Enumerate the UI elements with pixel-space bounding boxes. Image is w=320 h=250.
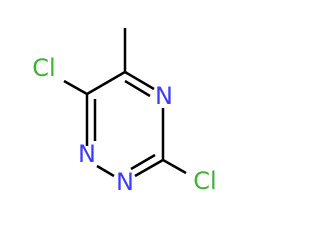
atom-n-bottom-left: N: [78, 140, 96, 168]
bond-c5-n4-b: [124, 79, 151, 98]
bond-c5-c6: [86, 70, 126, 96]
bond-c3-n2-a: [134, 158, 164, 178]
bond-c3-cl: [162, 158, 187, 175]
bond-n2-n1: [96, 164, 115, 178]
atom-n-upper-right: N: [155, 82, 173, 110]
molecule-structure: Cl N N N Cl: [32, 28, 217, 196]
atom-cl-right: Cl: [193, 167, 216, 195]
molecule-diagram: Cl N N N Cl: [32, 28, 217, 196]
atom-n-bottom-right: N: [116, 168, 134, 196]
bond-c5-n4-a: [124, 70, 155, 91]
atom-cl-left: Cl: [32, 54, 55, 82]
bond-c3-n2-b: [130, 153, 156, 171]
bond-c6-cl: [63, 79, 88, 96]
